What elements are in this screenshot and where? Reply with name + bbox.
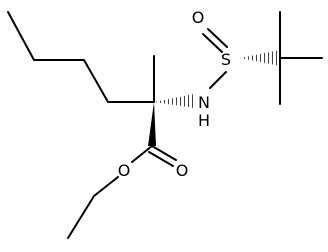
chain-bond-1 — [7, 11, 35, 61]
ester-oxygen-label: O — [118, 161, 131, 180]
hashed-bond-to-tbutyl — [240, 50, 280, 66]
carbonyl-bond-a — [151, 145, 177, 161]
sulfur-label: S — [221, 50, 231, 69]
hashed-bond-to-nh — [154, 94, 194, 108]
sulfinyl-bond-a — [202, 33, 223, 53]
n-to-s-bond — [209, 71, 227, 89]
wedge-bond-to-ester — [148, 102, 156, 146]
carbonyl-bond-b — [148, 151, 174, 167]
ester-bond-3 — [67, 195, 95, 239]
sulfinyl-oxygen-label: O — [192, 8, 205, 27]
ester-bond-1 — [131, 145, 153, 163]
chain-bond-3 — [83, 59, 109, 103]
ester-bond-2 — [93, 176, 119, 197]
amine-hydrogen-label: H — [198, 111, 210, 130]
amine-label: N — [198, 93, 210, 112]
carbonyl-oxygen-label: O — [176, 161, 189, 180]
sulfinyl-bond-b — [207, 28, 228, 48]
